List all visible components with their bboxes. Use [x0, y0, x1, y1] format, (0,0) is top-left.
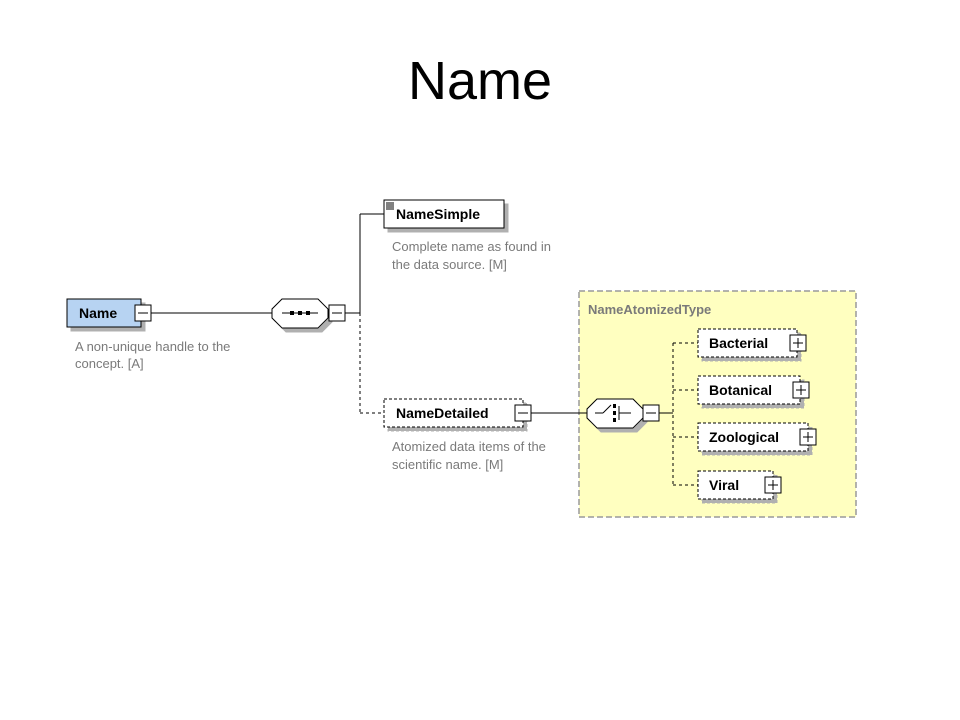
- viral-element[interactable]: Viral: [697, 470, 774, 500]
- name-element-label: Name: [79, 305, 117, 321]
- sequence-collapse-button[interactable]: [328, 304, 346, 322]
- simple-content-icon: [386, 202, 394, 210]
- name-doc-line2: concept. [A]: [75, 356, 144, 371]
- botanical-element[interactable]: Botanical: [697, 375, 801, 405]
- choice-collapse-button[interactable]: [642, 404, 660, 422]
- zoological-element[interactable]: Zoological: [697, 422, 809, 452]
- botanical-expand-button[interactable]: [792, 381, 810, 399]
- name-detailed-doc-line1: Atomized data items of the: [392, 439, 546, 454]
- viral-expand-button[interactable]: [764, 476, 782, 494]
- name-element[interactable]: Name: [66, 298, 142, 328]
- name-simple-doc-line2: the data source. [M]: [392, 257, 507, 272]
- name-simple-element[interactable]: NameSimple: [383, 199, 505, 229]
- name-collapse-button[interactable]: [134, 304, 152, 322]
- name-detailed-element[interactable]: NameDetailed: [383, 398, 524, 428]
- name-simple-doc-line1: Complete name as found in: [392, 239, 551, 254]
- name-detailed-label: NameDetailed: [396, 405, 489, 421]
- name-atomized-type-label: NameAtomizedType: [588, 302, 711, 317]
- connector-lines: [151, 213, 698, 486]
- viral-label: Viral: [709, 477, 739, 493]
- name-doc-line1: A non-unique handle to the: [75, 339, 230, 354]
- name-detailed-collapse-button[interactable]: [514, 404, 532, 422]
- zoological-expand-button[interactable]: [799, 428, 817, 446]
- sequence-compositor-icon[interactable]: [271, 298, 329, 329]
- bacterial-element[interactable]: Bacterial: [697, 328, 798, 358]
- botanical-label: Botanical: [709, 382, 772, 398]
- bacterial-expand-button[interactable]: [789, 334, 807, 352]
- name-detailed-doc-line2: scientific name. [M]: [392, 457, 503, 472]
- bacterial-label: Bacterial: [709, 335, 768, 351]
- zoological-label: Zoological: [709, 429, 779, 445]
- choice-compositor-icon[interactable]: [586, 398, 644, 429]
- name-simple-label: NameSimple: [396, 206, 480, 222]
- page-title: Name: [407, 51, 553, 111]
